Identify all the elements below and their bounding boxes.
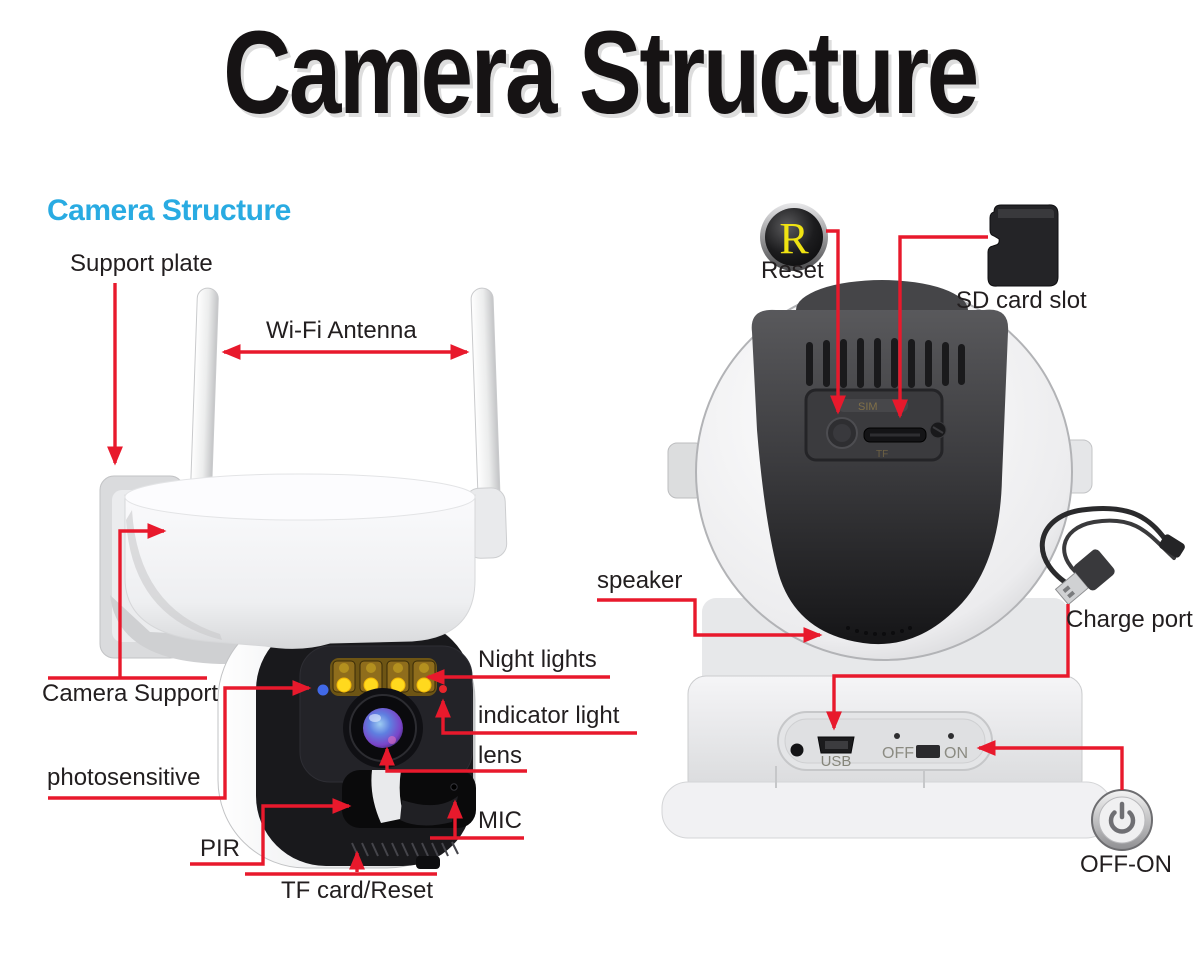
label-camera-support: Camera Support (42, 680, 219, 707)
label-mic: MIC (478, 807, 522, 834)
tf-marking: TF (876, 449, 888, 460)
label-off-on: OFF-ON (1080, 851, 1172, 878)
photosensitive-dot (317, 684, 329, 696)
label-speaker: speaker (597, 567, 683, 594)
usb-label: USB (821, 753, 852, 770)
label-sd-card-slot: SD card slot (956, 287, 1087, 314)
reset-icon-letter: R (779, 214, 809, 263)
label-support-plate: Support plate (70, 250, 213, 277)
label-pir: PIR (200, 835, 241, 862)
base-control-panel: USB OFF ON (777, 711, 993, 771)
indicator-light-dot (439, 685, 447, 693)
camera-base: USB OFF ON (661, 675, 1113, 839)
section-heading: Camera Structure (47, 194, 291, 227)
label-charge-port: Charge port (1066, 606, 1193, 633)
camera-body-drum (124, 473, 476, 649)
pir-part (342, 770, 476, 828)
power-switch[interactable] (916, 745, 940, 758)
reset-icon: R (760, 203, 828, 271)
wifi-antenna-right (464, 287, 508, 559)
mic-hole (450, 783, 458, 791)
camera-head (217, 611, 476, 869)
label-photosensitive: photosensitive (47, 764, 201, 791)
label-night-lights: Night lights (478, 646, 597, 673)
sim-marking: SIM (858, 401, 878, 413)
usb-cable-icon (1039, 505, 1185, 606)
usb-port[interactable] (817, 736, 855, 754)
power-button-icon (1091, 789, 1153, 851)
back-camera-illustration: SIM TF USB (661, 280, 1185, 851)
label-tf-card-reset: TF card/Reset (281, 877, 434, 904)
base-hole (790, 743, 804, 757)
label-lens: lens (478, 742, 523, 769)
bottom-vents (351, 841, 459, 857)
lens-part (343, 688, 423, 768)
sd-card-icon (987, 204, 1059, 287)
off-label: OFF (882, 745, 914, 762)
back-panel: SIM TF (804, 388, 947, 462)
label-wifi-antenna: Wi-Fi Antenna (266, 317, 417, 344)
label-indicator-light: indicator light (478, 702, 620, 729)
label-reset: Reset (761, 257, 824, 284)
on-label: ON (944, 745, 968, 762)
page-title: Camera Structure (223, 7, 979, 139)
